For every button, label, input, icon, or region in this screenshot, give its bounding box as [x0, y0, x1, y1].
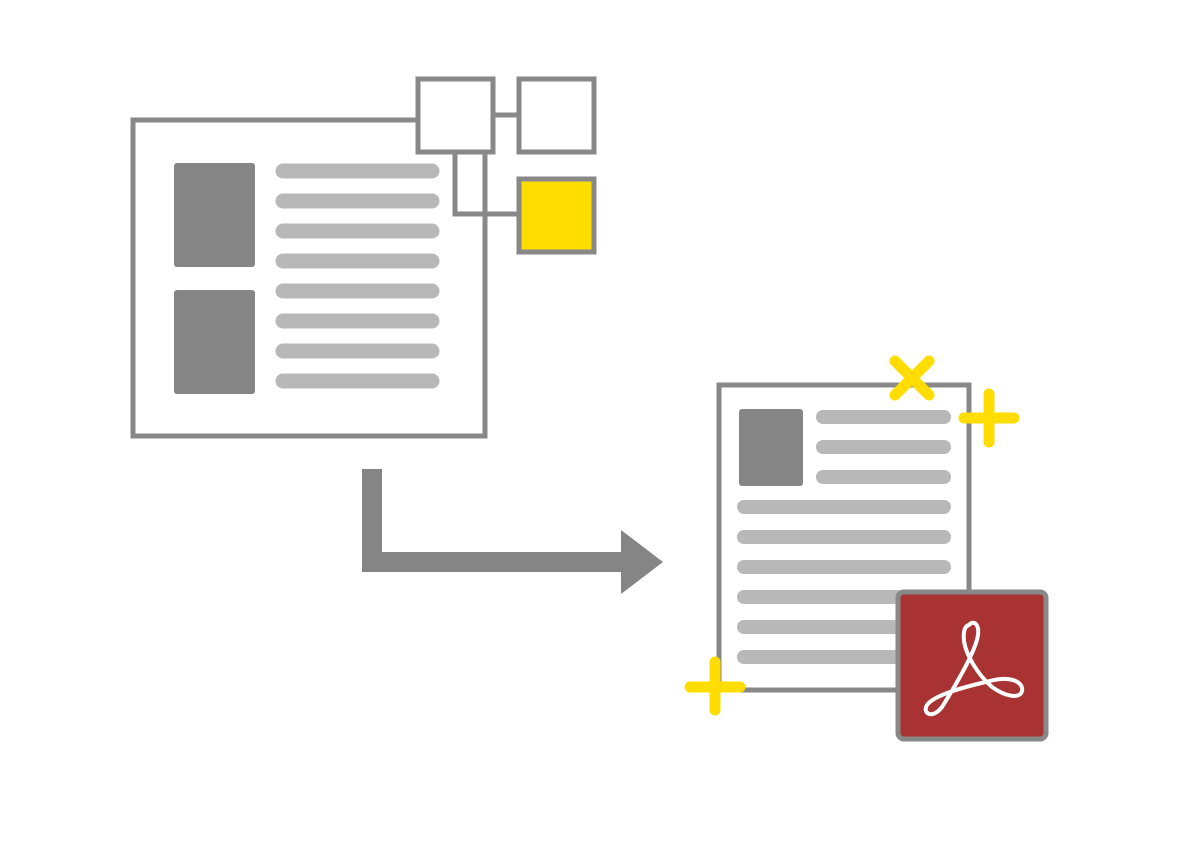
acrobat-pdf-icon	[895, 589, 1049, 742]
right-turn-arrow-icon	[362, 469, 663, 594]
source-text-lines	[275, 163, 440, 389]
output-image-block	[739, 409, 803, 486]
output-text-lines	[737, 410, 951, 664]
sparkle-plus-icon	[958, 388, 1020, 448]
tree-node-highlighted	[516, 176, 597, 255]
sparkle-cross-icon	[889, 355, 935, 401]
sparkle-plus-icon	[684, 656, 746, 716]
source-document	[130, 117, 488, 439]
output-document	[716, 382, 972, 693]
tree-connector	[452, 152, 520, 217]
acrobat-glyph	[923, 620, 1025, 717]
structure-tree	[415, 76, 597, 255]
tree-node	[415, 76, 496, 155]
source-image-block	[174, 290, 255, 394]
source-image-block	[174, 163, 255, 267]
tree-node	[516, 76, 597, 155]
